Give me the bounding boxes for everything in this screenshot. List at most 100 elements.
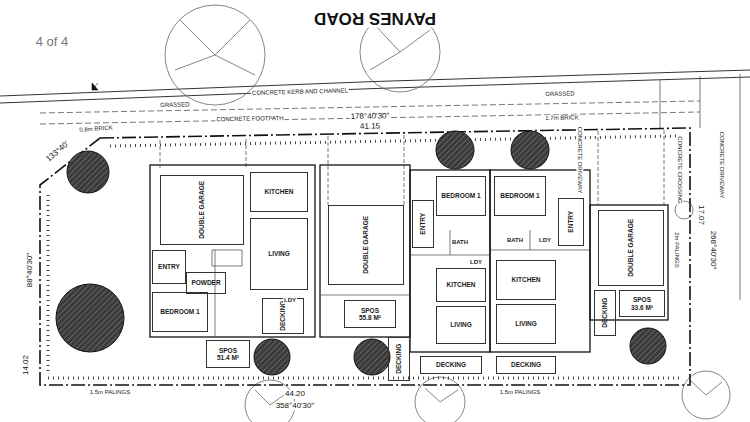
room-label-group: ENTRY — [419, 213, 426, 235]
plan-annotation: CONCRETE FOOTPATH — [215, 115, 284, 123]
room-name: POWDER — [191, 279, 220, 286]
room-label-group: DECKING — [601, 298, 608, 328]
room-label-group: ENTRY — [567, 211, 574, 233]
room-name: BEDROOM 1 — [160, 308, 199, 315]
room-box: BEDROOM 1 — [494, 176, 546, 216]
room-name: DOUBLE GARAGE — [198, 181, 205, 239]
room-box: DOUBLE GARAGE — [598, 210, 664, 286]
plan-annotation: 178°40'30" — [350, 112, 391, 122]
road-name: PAYNES ROAD — [313, 9, 437, 28]
room-label-group: DECKING — [511, 361, 541, 368]
plan-annotation: LDY — [538, 237, 552, 244]
room-name: ENTRY — [567, 211, 574, 233]
plan-annotation: CONCRETE DRIVEWAY — [577, 126, 584, 195]
room-name: DECKING — [436, 361, 466, 368]
room-box: BEDROOM 1 — [152, 292, 208, 332]
plan-annotation: LDY — [283, 297, 297, 304]
room-name: SPOS — [361, 307, 379, 314]
plan-annotation: BATH — [506, 237, 524, 244]
room-name: ENTRY — [158, 263, 180, 270]
room-name: DECKING — [511, 361, 541, 368]
room-label-group: DOUBLE GARAGE — [362, 216, 369, 274]
room-box: SPOS55.8 M² — [344, 300, 396, 328]
room-box: LIVING — [496, 304, 556, 344]
room-label-group: BEDROOM 1 — [500, 192, 539, 199]
room-label-group: DOUBLE GARAGE — [627, 219, 634, 277]
room-name: ENTRY — [419, 213, 426, 235]
room-label-group: SPOS51.4 M² — [217, 347, 239, 362]
room-label-group: DECKING — [436, 361, 466, 368]
plan-annotation: GRASSED — [159, 101, 190, 108]
room-box: KITCHEN — [496, 260, 556, 300]
room-box: KITCHEN — [250, 172, 308, 212]
room-label-group: LIVING — [515, 320, 537, 327]
room-name: SPOS — [633, 296, 651, 303]
room-name: DECKING — [395, 344, 402, 374]
room-box: ENTRY — [558, 198, 584, 246]
room-box: DOUBLE GARAGE — [328, 205, 404, 285]
room-box: DECKING — [594, 290, 616, 336]
room-area: 51.4 M² — [217, 354, 239, 361]
room-label-group: LIVING — [450, 321, 472, 328]
room-label-group: SPOS33.6 M² — [631, 296, 653, 311]
plan-annotation: 88°40'30" — [26, 252, 35, 288]
room-label-group: DECKING — [395, 344, 402, 374]
plan-annotation: 1.5m PALINGS — [89, 389, 132, 396]
room-box: SPOS51.4 M² — [206, 340, 250, 368]
room-name: LIVING — [450, 321, 472, 328]
plan-annotation: 268°40'30" — [709, 230, 718, 271]
plan-annotation: 1.5m PALINGS — [499, 389, 542, 396]
room-box: ENTRY — [152, 250, 186, 284]
plan-annotation: GRASSED — [544, 90, 575, 97]
room-box: LIVING — [250, 218, 308, 290]
room-box: DECKING — [420, 356, 482, 374]
room-label-group: BEDROOM 1 — [160, 308, 199, 315]
room-label-group: KITCHEN — [265, 188, 294, 195]
room-name: KITCHEN — [447, 281, 476, 288]
room-label-group: ENTRY — [158, 263, 180, 270]
plan-annotation: 44.20 — [284, 390, 306, 399]
room-name: DECKING — [279, 301, 286, 331]
room-name: BEDROOM 1 — [500, 192, 539, 199]
room-box: KITCHEN — [436, 268, 486, 302]
room-label-group: SPOS55.8 M² — [359, 307, 381, 322]
room-box: ENTRY — [412, 200, 434, 248]
room-name: LIVING — [268, 250, 290, 257]
room-box: DECKING — [496, 356, 556, 374]
room-name: LIVING — [515, 320, 537, 327]
room-name: DOUBLE GARAGE — [362, 216, 369, 274]
room-name: SPOS — [219, 347, 237, 354]
plan-annotation: 1.7m BRICK — [544, 114, 579, 121]
plan-annotation: 4 of 4 — [35, 35, 70, 49]
room-name: DOUBLE GARAGE — [627, 219, 634, 277]
room-label-group: POWDER — [191, 279, 220, 286]
plan-annotation: 0.8m BRICK — [78, 124, 114, 133]
room-box: DECKING — [388, 337, 410, 381]
plan-annotation: 17.07 — [697, 204, 706, 226]
room-box: SPOS33.6 M² — [619, 290, 665, 317]
plan-annotation: 14.02 — [22, 354, 31, 376]
room-box: DOUBLE GARAGE — [160, 175, 244, 245]
plan-annotation: CONCRETE DRIVEWAY — [719, 131, 726, 200]
room-name: DECKING — [601, 298, 608, 328]
room-box: DECKING — [262, 298, 304, 334]
plan-annotation: 358°40'30" — [275, 402, 316, 411]
room-name: KITCHEN — [512, 276, 541, 283]
room-label-group: LIVING — [268, 250, 290, 257]
room-name: BEDROOM 1 — [441, 192, 480, 199]
room-area: 55.8 M² — [359, 314, 381, 321]
room-label-group: BEDROOM 1 — [441, 192, 480, 199]
room-area: 33.6 M² — [631, 304, 653, 311]
room-label-group: DOUBLE GARAGE — [198, 181, 205, 239]
plan-annotation: 2m PALINGS — [674, 231, 681, 269]
room-label-group: KITCHEN — [447, 281, 476, 288]
room-label-group: KITCHEN — [512, 276, 541, 283]
room-name: KITCHEN — [265, 188, 294, 195]
plan-annotation: CONCRETE CROSSING — [677, 135, 684, 204]
plan-annotation: CONCRETE KERB AND CHANNEL — [251, 87, 349, 96]
room-label-group: DECKING — [279, 301, 286, 331]
plan-annotation: 133°40' — [44, 139, 72, 164]
plan-annotation: LDY — [469, 259, 483, 266]
